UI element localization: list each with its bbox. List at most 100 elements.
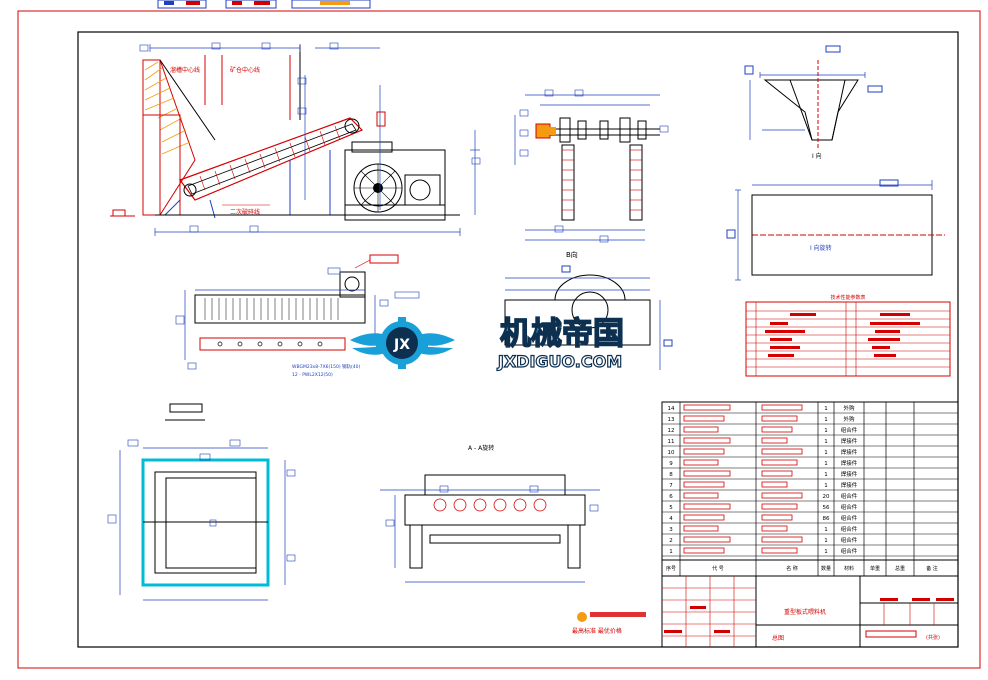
bom-row-number: 1	[669, 549, 673, 555]
bom-row-material: 焊接件	[841, 448, 858, 456]
bom-row-quantity: 1	[824, 527, 828, 533]
i-rotate-view: I 向旋转	[726, 179, 945, 281]
b-view-label: B向	[566, 250, 578, 259]
bom-row-quantity: 1	[824, 549, 828, 555]
bom-header-remark: 备 注	[926, 565, 938, 572]
bom-header-unit-weight: 单重	[870, 565, 880, 572]
i-view-hopper: I 向	[744, 45, 883, 160]
bom-row-material: 焊接件	[841, 437, 858, 445]
bom-row: 4 86 组合件	[662, 514, 958, 524]
bom-row-material: 组合件	[841, 514, 858, 522]
bom-row-material: 组合件	[841, 525, 858, 533]
bom-row-number: 10	[668, 450, 675, 456]
small-table-title: 技术性能参数表	[830, 294, 865, 301]
bom-row: 8 1 焊接件	[662, 470, 958, 480]
bom-row-number: 4	[669, 516, 673, 522]
title-block: 重型板式喂料机 总图 (共张)	[661, 575, 959, 648]
plan-view: WBGM23x8-7X6(150) 钢轨(40) 12 - PWL2X12(50…	[175, 254, 420, 378]
plan-note-line-2: 12 - PWL2X12(50)	[292, 372, 333, 378]
bom-row-quantity: 1	[824, 461, 828, 467]
company-slogan: 最高标准 最优价格	[572, 627, 622, 635]
i-view-label: I 向	[812, 152, 822, 160]
bom-row-material: 焊接件	[841, 481, 858, 489]
bom-row-quantity: 56	[823, 505, 830, 511]
bom-row-quantity: 1	[824, 472, 828, 478]
sheet-info: (共张)	[926, 634, 940, 641]
section-a-a-view: A - A旋转	[380, 444, 600, 583]
bom-header-code: 代 号	[712, 565, 724, 572]
bom-row-number: 14	[668, 406, 675, 412]
bom-row-number: 12	[668, 428, 675, 434]
bom-row-number: 11	[668, 439, 675, 445]
b-view: B向	[514, 89, 669, 259]
technical-parameters-table: 技术性能参数表	[745, 294, 951, 377]
bom-row: 9 1 焊接件	[662, 459, 958, 469]
bom-row: 6 20 组合件	[662, 492, 958, 502]
i-rotate-label: I 向旋转	[810, 244, 832, 252]
bom-header-name: 名 称	[786, 565, 798, 572]
watermark-logo: JX 机械帝国 JXDIGUO.COM	[350, 315, 625, 372]
bom-row-quantity: 1	[824, 483, 828, 489]
bom-row-number: 2	[669, 538, 673, 544]
bom-header-qty: 数量	[821, 565, 831, 572]
bom-row-number: 6	[669, 494, 673, 500]
bom-row: 5 56 组合件	[662, 503, 958, 513]
section-a-a-label: A - A旋转	[468, 444, 494, 452]
watermark-title: 机械帝国	[500, 316, 624, 352]
callout-bin-center: 矿仓中心线	[230, 66, 260, 74]
bom-header-total-weight: 总重	[895, 565, 905, 572]
bom-row-quantity: 86	[823, 516, 830, 522]
frame-plan-view	[107, 439, 296, 601]
bom-row: 2 1 组合件	[662, 536, 958, 546]
bom-row-material: 焊接件	[841, 470, 858, 478]
bom-row-quantity: 1	[824, 406, 828, 412]
bom-row: 1 1 组合件	[662, 547, 958, 557]
bom-row: 10 1 焊接件	[662, 448, 958, 458]
watermark-logo-letters: JX	[393, 337, 410, 353]
bom-header-row: 序号 代 号 名 称 数量 材料 单重 总重 备 注	[661, 559, 959, 577]
bom-row-material: 组合件	[841, 492, 858, 500]
callout-chute-center: 溜槽中心线	[170, 66, 200, 74]
bom-row-quantity: 1	[824, 417, 828, 423]
bom-row-material: 外购	[843, 415, 855, 423]
drive-side-view	[504, 265, 673, 370]
bom-row-material: 组合件	[841, 547, 858, 555]
outer-frame	[17, 10, 981, 669]
bom-row-quantity: 1	[824, 428, 828, 434]
bom-row-material: 组合件	[841, 503, 858, 511]
bom-row: 3 1 组合件	[662, 525, 958, 535]
bom-row-material: 外购	[843, 404, 855, 412]
inner-frame	[77, 31, 959, 648]
bom-row-material: 焊接件	[841, 459, 858, 467]
bom-row-quantity: 1	[824, 538, 828, 544]
watermark-url: JXDIGUO.COM	[497, 352, 622, 371]
bom-row: 14 1 外购	[662, 404, 958, 414]
bom-row-number: 5	[669, 505, 673, 511]
bom-row-material: 组合件	[841, 536, 858, 544]
bom-row-quantity: 1	[824, 450, 828, 456]
top-thumbnail-strip	[157, 0, 371, 9]
callout-secondary-crusher: 二次破碎线	[230, 208, 260, 216]
product-name: 重型板式喂料机	[784, 608, 826, 616]
bom-header-material: 材料	[844, 565, 854, 572]
bom-row: 12 1 组合件	[662, 426, 958, 436]
plan-note-line-1: WBGM23x8-7X6(150) 钢轨(40)	[292, 363, 361, 370]
company-stamp: 最高标准 最优价格	[572, 612, 646, 635]
bom-header-no: 序号	[666, 565, 676, 572]
bom-row-quantity: 20	[823, 494, 830, 500]
drawing-type: 总图	[772, 634, 784, 642]
bom-row-material: 组合件	[841, 426, 858, 434]
bom-row-quantity: 1	[824, 439, 828, 445]
small-view-label-box	[165, 403, 205, 421]
bom-row-number: 9	[669, 461, 673, 467]
bom-row: 7 1 焊接件	[662, 481, 958, 491]
bom-row-number: 8	[669, 472, 673, 478]
bom-row-number: 7	[669, 483, 673, 489]
bom-row-number: 3	[669, 527, 673, 533]
main-elevation-view: 溜槽中心线 矿仓中心线 二次破碎线	[110, 42, 481, 236]
